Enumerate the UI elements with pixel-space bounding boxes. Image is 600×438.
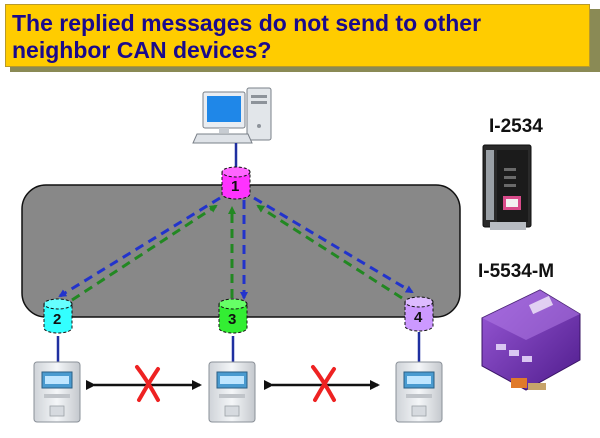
model-label-i-5534-m: I-5534-M — [478, 261, 555, 282]
i-5534-m-module-icon — [481, 289, 581, 391]
node-3-label: 3 — [228, 311, 236, 328]
request-arrow-to-2 — [58, 196, 221, 298]
node-1-label: 1 — [231, 178, 239, 195]
can-bus-area — [21, 184, 461, 318]
can-meter-device-icon — [208, 361, 256, 423]
reply-arrow-from-2 — [71, 204, 218, 302]
title-line-2: neighbor CAN devices? — [12, 37, 272, 63]
reply-arrow-from-4 — [256, 204, 403, 300]
can-meter-device-icon — [33, 361, 81, 423]
desktop-computer-icon — [192, 87, 272, 144]
blocked-x-icon — [311, 365, 336, 402]
can-node-2: 2 — [43, 298, 73, 334]
can-node-4: 4 — [404, 296, 434, 332]
i-2534-module-icon — [482, 144, 532, 230]
request-arrow-to-4 — [253, 196, 414, 294]
can-node-1: 1 — [221, 166, 251, 200]
title-line-1: The replied messages do not send to othe… — [12, 10, 482, 36]
can-meter-device-icon — [395, 361, 443, 423]
title-banner: The replied messages do not send to othe… — [5, 4, 590, 67]
model-label-i-2534: I-2534 — [489, 116, 543, 137]
node-2-label: 2 — [53, 311, 61, 328]
can-node-3: 3 — [218, 298, 248, 334]
node-4-label: 4 — [414, 309, 423, 326]
blocked-x-icon — [135, 365, 160, 402]
